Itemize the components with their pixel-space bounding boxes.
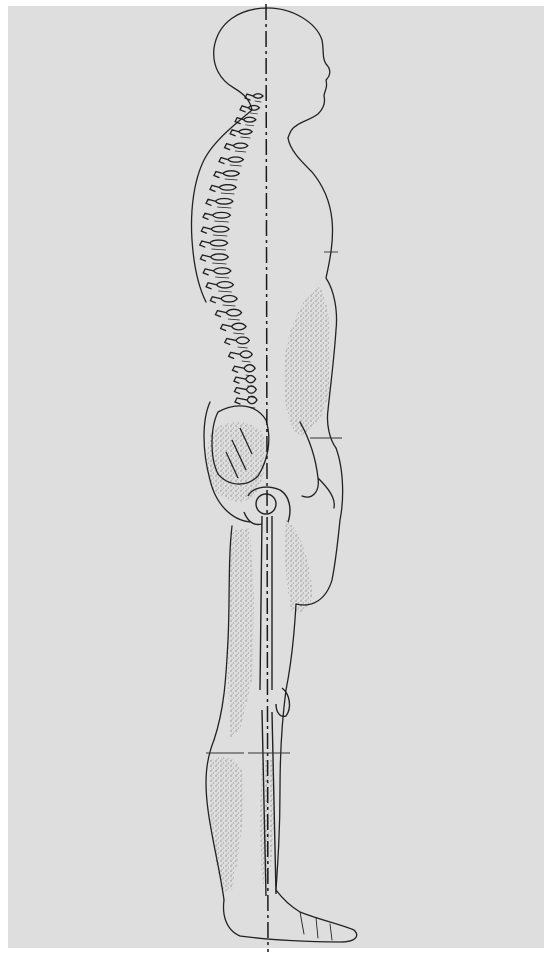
pelvic-region-shading bbox=[207, 422, 266, 501]
background-panel bbox=[8, 6, 544, 948]
